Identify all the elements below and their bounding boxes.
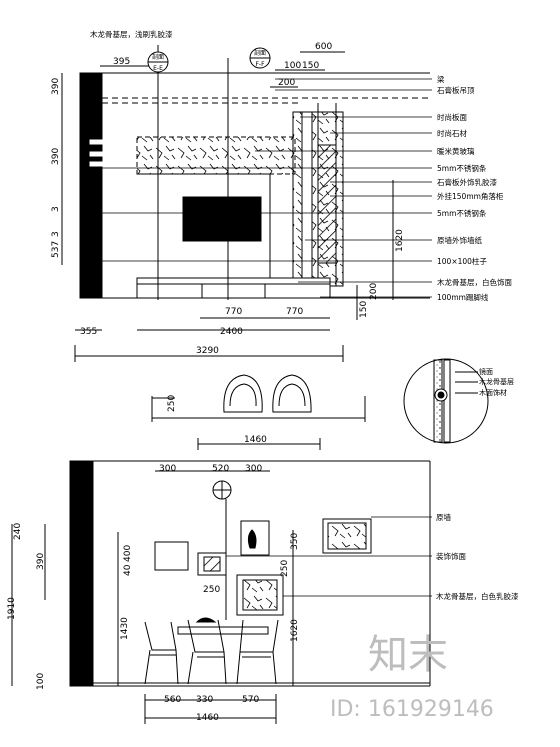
detail-label-mirror: 镜面 (479, 367, 493, 376)
callout-beam: 梁 (437, 75, 445, 84)
bdim-top-520: 520 (212, 464, 229, 474)
bdim-inner-1620: 1620 (290, 619, 300, 642)
dim-top-150: 150 (302, 61, 319, 71)
dim-right-1620: 1620 (395, 229, 405, 252)
detail-label-wood-finish: 木面饰材 (479, 388, 507, 397)
callout-stone: 时尚石材 (437, 128, 467, 138)
bcallout-wall: 原墙 (436, 512, 451, 522)
dim-bottom-355: 355 (80, 327, 97, 337)
section-marker-f: 剖面 F-F (249, 47, 271, 69)
bdim-left-390: 390 (36, 553, 46, 570)
marker-f-top: 剖面 (254, 49, 266, 57)
dim-left-390a: 390 (51, 78, 61, 95)
bdim-left-100: 100 (36, 673, 46, 690)
tv-cabinet (136, 277, 331, 299)
bdim-left-240: 240 (13, 523, 23, 540)
watermark-id: ID: 161929146 (330, 697, 494, 722)
bdim-top-300b: 300 (245, 464, 262, 474)
dim-right-200: 200 (369, 283, 379, 300)
callout-ceiling: 木龙骨基层，浅刷乳胶漆 (90, 29, 173, 39)
callout-steel-strip-a: 5mm不锈钢条 (437, 163, 487, 173)
callout-corner-cabinet: 外挂150mm角落柜 (437, 191, 504, 201)
callout-wallpaper: 原墙外饰墙纸 (437, 235, 482, 245)
dim-left-537: 537 (51, 241, 61, 258)
bottom-elevation (11, 460, 432, 724)
bdim-left-400: 400 (123, 545, 133, 562)
plan-dim-250: 250 (167, 395, 177, 412)
dining-table (177, 626, 269, 635)
bdim-bottom-330: 330 (196, 695, 213, 705)
marker-f-bottom: F-F (255, 61, 265, 68)
callout-steel-strip-b: 5mm不锈钢条 (437, 208, 487, 218)
callout-skirting: 100mm踢脚线 (437, 292, 489, 302)
callout-gypsum-paint: 石膏板外饰乳胶漆 (437, 177, 497, 187)
callout-panel: 时尚板面 (437, 112, 467, 122)
callout-white-finish: 木龙骨基层，白色饰面 (437, 277, 512, 287)
dim-left-3b: 3 (51, 231, 61, 237)
callout-column: 100×100柱子 (437, 256, 487, 266)
bdim-inner-250a: 250 (280, 560, 290, 577)
dim-top-100: 100 (284, 61, 301, 71)
bdim-left-1910: 1910 (7, 597, 17, 620)
bdim-bottom-1460: 1460 (196, 713, 219, 723)
marker-e-top: 剖面 (152, 53, 164, 61)
plan-dim-1460: 1460 (244, 435, 267, 445)
detail-label-wood-frame: 木龙骨基层 (479, 377, 514, 386)
dim-top-395: 395 (113, 57, 130, 67)
bdim-inner-250b: 250 (203, 585, 220, 595)
bdim-left-1430: 1430 (120, 617, 130, 640)
chair-right (272, 374, 312, 413)
watermark-brand: 知末 (368, 632, 448, 678)
top-elevation (61, 45, 432, 362)
dim-bottom-770b: 770 (286, 307, 303, 317)
section-marker-e: 剖面 E-E (147, 51, 169, 73)
wall-art (322, 518, 372, 554)
bcallout-wood-paint: 木龙骨基层，白色乳胶漆 (436, 591, 519, 601)
chair-left (223, 374, 263, 413)
bdim-top-300a: 300 (159, 464, 176, 474)
callout-gypsum-ceiling: 石膏板吊顶 (437, 85, 475, 95)
bcallout-decor: 装饰饰面 (436, 551, 466, 561)
bdim-bottom-560: 560 (164, 695, 181, 705)
dining-chairs (144, 619, 279, 685)
bdim-bottom-570: 570 (242, 695, 259, 705)
bdim-inner-350: 350 (290, 533, 300, 550)
dim-bottom-2400: 2400 (220, 327, 243, 337)
dim-right-150: 150 (359, 301, 369, 318)
wall-column-left (79, 72, 103, 299)
marker-e-bottom: E-E (153, 65, 163, 72)
plan-view (151, 374, 366, 450)
dim-top-200: 200 (278, 78, 295, 88)
wall-column-bottom (69, 460, 94, 687)
dim-bottom-3290: 3290 (196, 346, 219, 356)
detail-circle (403, 358, 489, 444)
bdim-left-40: 40 (123, 564, 133, 576)
dim-left-3a: 3 (51, 206, 61, 212)
stone-panel (136, 136, 296, 175)
callout-glass: 暖米黄玻璃 (437, 146, 475, 156)
dim-left-390b: 390 (51, 148, 61, 165)
dim-top-600: 600 (315, 42, 332, 52)
dim-bottom-770a: 770 (225, 307, 242, 317)
